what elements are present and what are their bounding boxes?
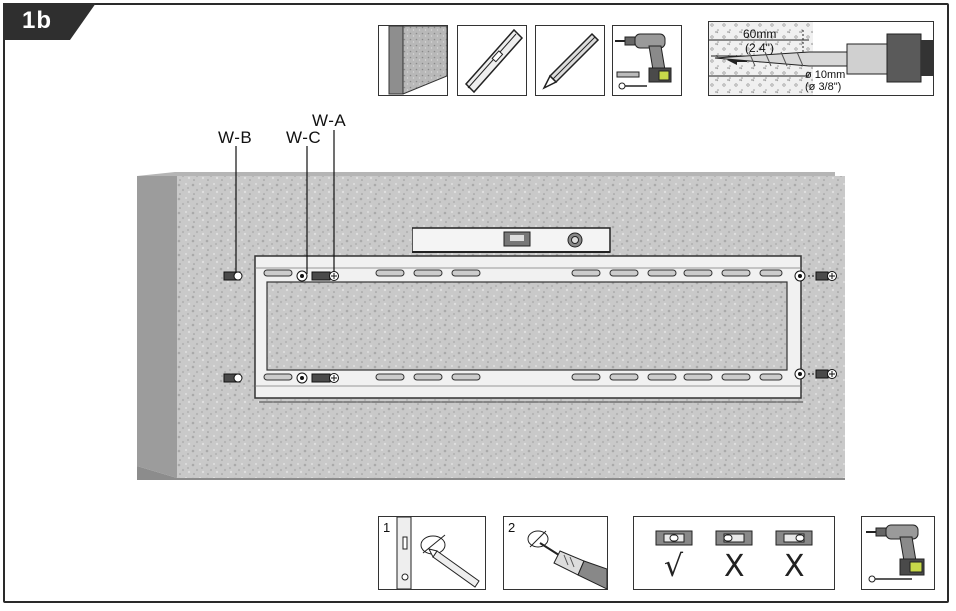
drill-diameter-imperial: (ø 3/8") bbox=[805, 81, 842, 93]
level-bad-mark-2: X bbox=[784, 549, 805, 584]
spirit-level bbox=[412, 224, 612, 258]
plate-slots-bottom bbox=[256, 368, 816, 388]
step-number-2: 2 bbox=[508, 520, 516, 535]
drill-and-anchor-icon bbox=[612, 25, 682, 96]
diagram-frame bbox=[3, 3, 949, 603]
spirit-level-icon bbox=[457, 25, 527, 96]
drill-spec-panel: 60mm (2.4") ø 10mm (ø 3/8") bbox=[708, 21, 934, 96]
fastener-callouts-right bbox=[790, 264, 840, 384]
level-check-panel: √ X X bbox=[633, 516, 835, 590]
drill-holes-panel: 2 bbox=[503, 516, 608, 590]
fastener-callouts-left bbox=[222, 130, 352, 390]
drill-anchor-icon bbox=[861, 516, 935, 590]
step-tag: 1b bbox=[0, 0, 98, 40]
step-label: 1b bbox=[22, 7, 53, 34]
drill-depth-imperial: (2.4") bbox=[745, 41, 774, 55]
plate-slots-top bbox=[256, 262, 816, 282]
step-number-1: 1 bbox=[383, 520, 391, 535]
wall-material-icon bbox=[378, 25, 448, 96]
drill-depth-metric: 60mm bbox=[743, 27, 777, 41]
callout-w-a: W-A bbox=[312, 111, 347, 130]
pencil-icon bbox=[535, 25, 605, 96]
drill-diameter-metric: ø 10mm bbox=[805, 69, 846, 81]
callout-w-c: W-C bbox=[286, 128, 322, 147]
callout-w-b: W-B bbox=[218, 128, 253, 147]
level-bad-mark-1: X bbox=[724, 549, 745, 584]
mark-holes-panel: 1 bbox=[378, 516, 486, 590]
wall-mount-illustration bbox=[135, 140, 847, 480]
level-ok-mark: √ bbox=[664, 549, 684, 584]
